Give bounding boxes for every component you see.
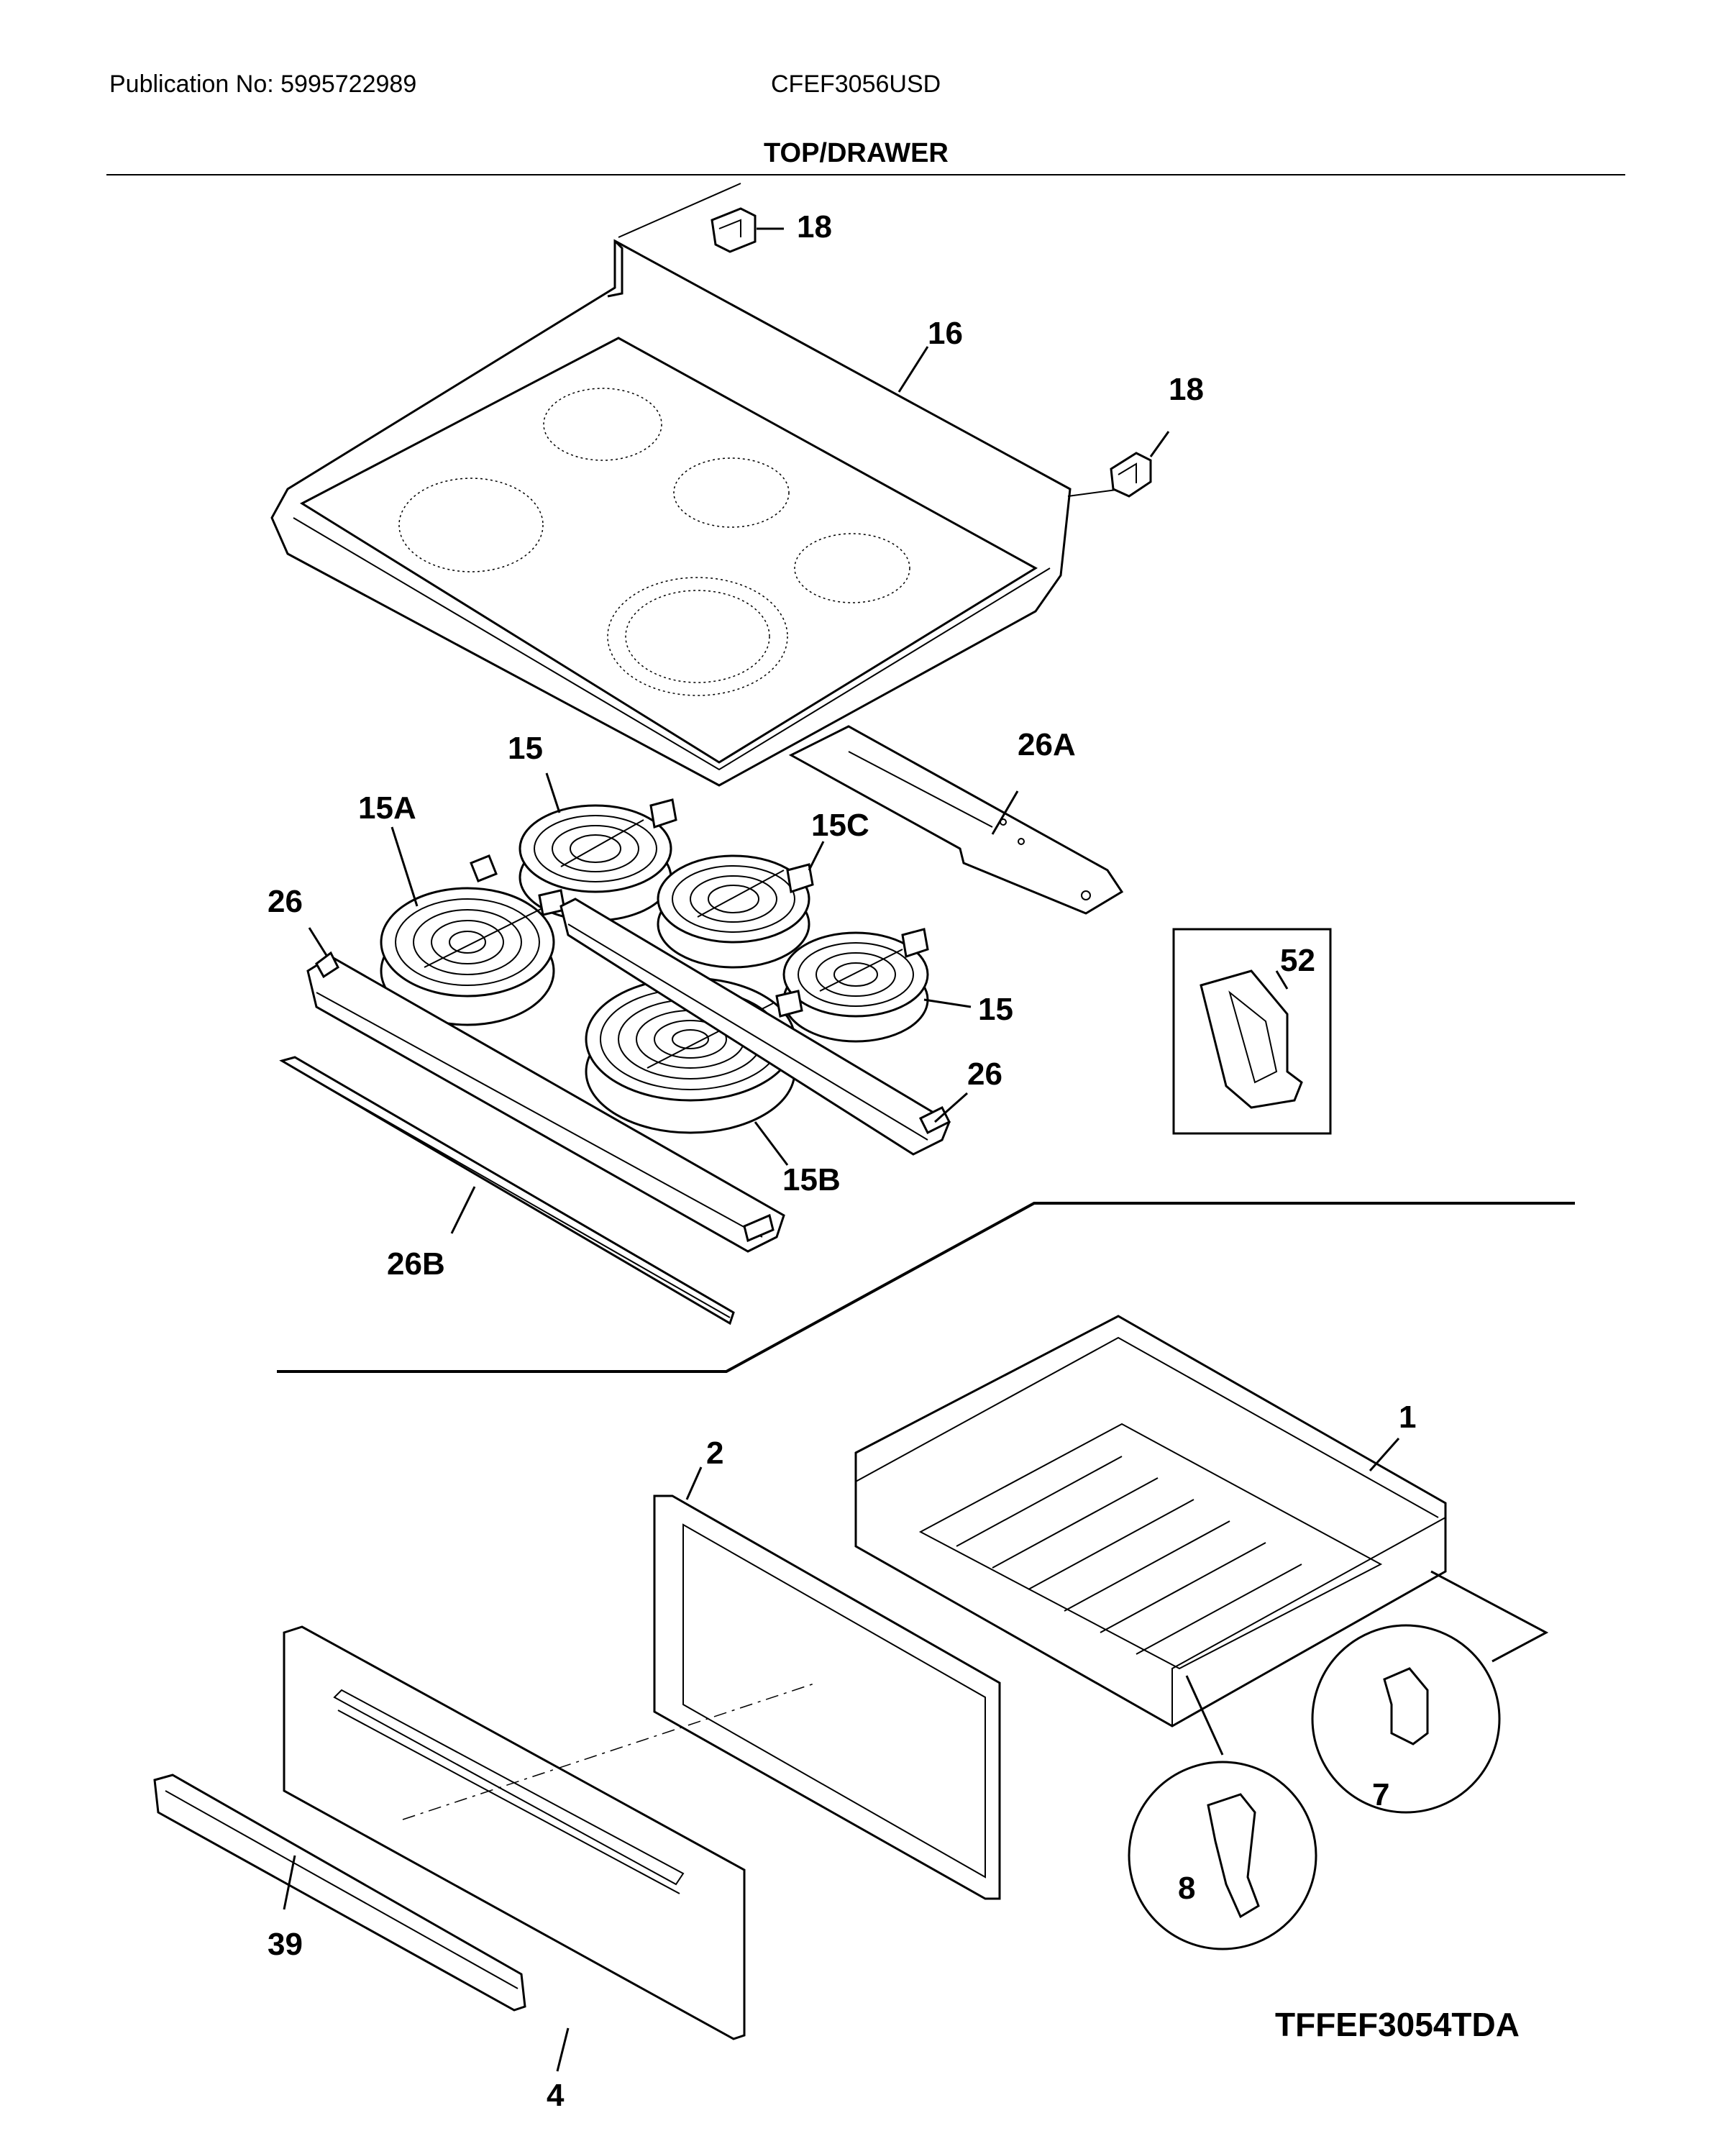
- callout-15C: 15C: [811, 808, 869, 843]
- bracket-18-top: [711, 207, 784, 253]
- rail-26-left: [306, 927, 785, 1253]
- drawing-id: TFFEF3054TDA: [1275, 2006, 1520, 2043]
- detail-7: [1311, 1624, 1501, 1814]
- callout-39: 39: [268, 1927, 303, 1962]
- model-number: CFEF3056USD: [771, 70, 941, 98]
- surface-element-15-right: [782, 928, 972, 1043]
- callout-18-right: 18: [1169, 372, 1204, 407]
- callout-26B: 26B: [387, 1246, 445, 1282]
- drawer-front-4: [283, 1625, 817, 2072]
- callout-15-right: 15: [978, 992, 1013, 1027]
- inset-52: [1172, 928, 1332, 1135]
- publication-number: Publication No: 5995722989: [109, 70, 417, 98]
- callout-26-left: 26: [268, 884, 303, 919]
- rail-26B: [279, 1056, 735, 1325]
- callout-16: 16: [928, 316, 963, 351]
- leader-16: [897, 346, 929, 393]
- cooktop-glass-top: [270, 183, 1123, 787]
- detail-8: [1128, 1761, 1317, 1950]
- callout-4: 4: [547, 2078, 565, 2113]
- callout-26A: 26A: [1018, 727, 1076, 762]
- bracket-18-right: [1110, 431, 1170, 498]
- section-divider: [277, 1202, 1575, 1373]
- drawer-liner-panel-2: [653, 1466, 1001, 1900]
- callout-7: 7: [1372, 1777, 1389, 1812]
- callout-2: 2: [706, 1436, 723, 1471]
- callout-15-top: 15: [508, 731, 543, 766]
- callout-1: 1: [1399, 1400, 1416, 1435]
- callout-52: 52: [1280, 943, 1315, 978]
- header-rule: [106, 174, 1625, 175]
- drawer-body-1: [854, 1315, 1549, 1756]
- callout-15A: 15A: [358, 790, 416, 826]
- surface-element-15C: [657, 841, 825, 969]
- drawer-handle-39: [153, 1774, 526, 2012]
- section-title: TOP/DRAWER: [764, 138, 949, 168]
- surface-element-15A: [380, 826, 566, 1026]
- bracket-26A: [788, 725, 1124, 915]
- callout-26-right: 26: [967, 1056, 1002, 1092]
- callout-8: 8: [1178, 1871, 1195, 1906]
- rail-26-right: [559, 898, 968, 1156]
- callout-15B: 15B: [782, 1162, 841, 1197]
- callout-18-top: 18: [797, 209, 832, 245]
